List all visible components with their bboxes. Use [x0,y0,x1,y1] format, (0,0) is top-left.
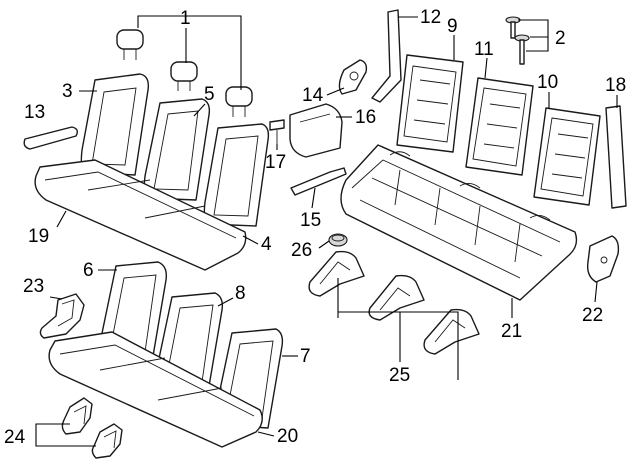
armrest-13 [23,126,79,150]
trim-strip-18 [605,105,627,209]
hinge-brackets-24 [61,397,123,459]
seat-base-frame-21 [340,144,578,301]
callout-20: 20 [277,426,298,447]
callout-26: 26 [291,240,312,261]
callout-18: 18 [605,75,626,96]
callout-23: 23 [23,276,44,297]
callout-13: 13 [24,102,45,123]
latch-14 [338,59,368,95]
cap-26 [328,233,348,247]
seat-back-left [80,73,150,176]
callout-15: 15 [300,210,321,231]
seat-back-center [143,98,211,201]
callout-4: 4 [261,234,272,255]
callout-numbers: 1 2 3 4 5 6 7 8 9 10 11 12 13 14 15 16 1… [4,7,626,448]
back-frame-10 [533,107,601,206]
callout-16: 16 [355,107,376,128]
seat-cushion-20 [48,331,263,448]
callout-19: 19 [28,226,49,247]
callout-8: 8 [235,283,246,304]
bar-15 [290,167,347,196]
callout-14: 14 [302,85,324,106]
callout-25: 25 [389,365,410,386]
back-frame-9 [396,54,464,153]
headrest-left [116,29,144,60]
callout-7: 7 [300,346,311,367]
callout-6: 6 [83,260,94,281]
callout-17: 17 [265,152,286,173]
callout-10: 10 [537,72,558,93]
headrest-right [225,86,253,117]
callout-3: 3 [62,81,73,102]
headrest-center [170,61,198,91]
rail-12 [371,9,402,103]
seat-cushion-19 [34,159,247,271]
callout-1: 1 [180,8,191,29]
leader-lines [35,15,618,447]
pad-16 [289,103,343,158]
callout-5: 5 [204,84,215,105]
callout-12: 12 [420,7,441,28]
back-frame-11 [465,77,534,176]
cover-plate-22 [586,235,620,283]
callout-2: 2 [555,28,566,49]
clip-17 [269,119,285,144]
callout-24: 24 [4,427,26,448]
callout-9: 9 [447,16,458,37]
bracket-23 [39,293,85,339]
callout-21: 21 [501,321,522,342]
hinge-brackets-25 [308,250,480,355]
callout-11: 11 [474,39,494,60]
callout-22: 22 [582,305,603,326]
seat-back-right [203,123,270,227]
bolts-2 [505,16,530,65]
